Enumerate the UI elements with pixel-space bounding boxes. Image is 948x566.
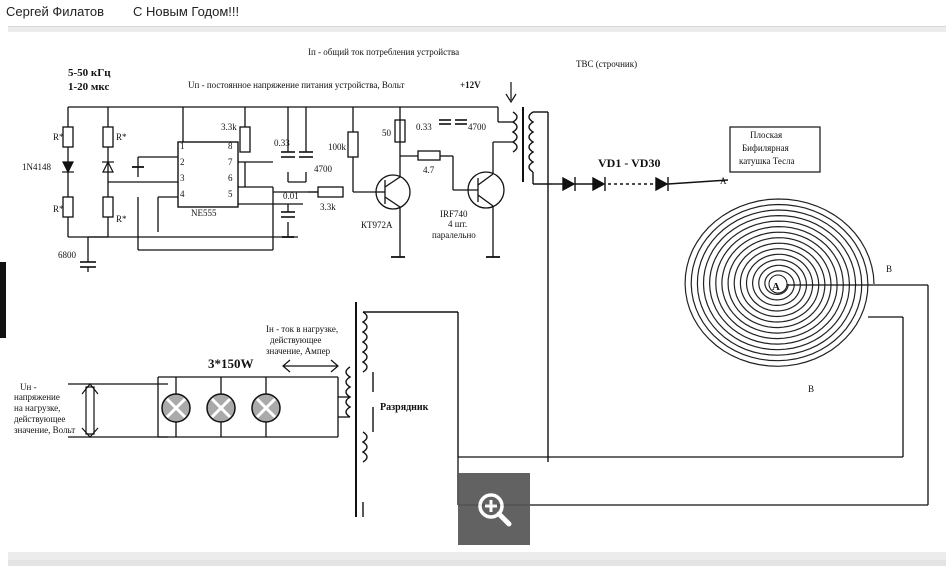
svg-text:Iн - ток в нагрузке,: Iн - ток в нагрузке, bbox=[266, 324, 338, 334]
svg-text:+12V: +12V bbox=[460, 80, 481, 90]
svg-text:5: 5 bbox=[228, 189, 233, 199]
coil-spiral bbox=[684, 198, 875, 367]
svg-text:4700: 4700 bbox=[468, 122, 487, 132]
svg-text:B: B bbox=[886, 264, 892, 274]
svg-text:0.01: 0.01 bbox=[283, 191, 299, 201]
svg-text:паралельно: паралельно bbox=[432, 230, 476, 240]
svg-text:8: 8 bbox=[228, 141, 233, 151]
svg-text:A: A bbox=[772, 281, 780, 293]
svg-text:КТ972А: КТ972А bbox=[361, 220, 393, 230]
svg-text:50: 50 bbox=[382, 128, 392, 138]
lamps bbox=[161, 393, 281, 423]
svg-text:6: 6 bbox=[228, 173, 233, 183]
svg-text:7: 7 bbox=[228, 157, 233, 167]
output-transformer bbox=[345, 302, 459, 517]
svg-text:0.33: 0.33 bbox=[416, 122, 432, 132]
svg-text:5-50 кГц: 5-50 кГц bbox=[68, 67, 111, 79]
svg-text:Uп - постоянное напряжение пит: Uп - постоянное напряжение питания устро… bbox=[188, 80, 404, 90]
svg-text:на нагрузке,: на нагрузке, bbox=[14, 403, 60, 413]
tesla-coil bbox=[684, 198, 875, 367]
diode-chain bbox=[553, 176, 729, 192]
ground-symbols bbox=[132, 166, 500, 258]
svg-text:NE555: NE555 bbox=[191, 208, 217, 218]
schematic-image: 1 2 3 4 8 7 6 5 NE555 bbox=[8, 32, 946, 552]
svg-text:значение, Ампер: значение, Ампер bbox=[266, 346, 331, 356]
schematic-background bbox=[8, 32, 946, 552]
svg-text:Разрядник: Разрядник bbox=[380, 402, 429, 413]
ne555-chip: 1 2 3 4 8 7 6 5 NE555 bbox=[177, 141, 239, 218]
svg-text:1-20 мкс: 1-20 мкс bbox=[68, 81, 109, 93]
svg-text:Бифилярная: Бифилярная bbox=[742, 143, 789, 153]
scroll-edge-marker bbox=[0, 262, 6, 338]
tbs-transformer bbox=[511, 107, 553, 462]
svg-text:B: B bbox=[808, 384, 814, 394]
zoom-button[interactable] bbox=[458, 473, 530, 545]
svg-text:3*150W: 3*150W bbox=[208, 356, 254, 371]
svg-text:4 шт.: 4 шт. bbox=[448, 219, 467, 229]
svg-text:100k: 100k bbox=[328, 142, 347, 152]
svg-text:R*: R* bbox=[53, 132, 64, 142]
svg-text:IRF740: IRF740 bbox=[440, 209, 468, 219]
author-name[interactable]: Сергей Филатов bbox=[6, 4, 105, 19]
svg-text:6800: 6800 bbox=[58, 250, 77, 260]
measurement-arrows bbox=[68, 82, 517, 438]
coil-center bbox=[768, 274, 788, 294]
page-header: Сергей Филатов С Новым Годом!!! bbox=[0, 0, 948, 26]
transistors bbox=[375, 107, 513, 257]
capacitors bbox=[80, 119, 467, 268]
generator-diodes bbox=[62, 160, 114, 174]
svg-text:R*: R* bbox=[53, 204, 64, 214]
coil-output-wires bbox=[457, 284, 929, 506]
bottom-border bbox=[8, 560, 946, 566]
svg-text:действующее: действующее bbox=[270, 335, 321, 345]
svg-text:Uн -: Uн - bbox=[20, 382, 37, 392]
svg-text:2: 2 bbox=[180, 157, 185, 167]
svg-text:3: 3 bbox=[180, 173, 185, 183]
svg-text:катушка Тесла: катушка Тесла bbox=[739, 156, 795, 166]
post-title: С Новым Годом!!! bbox=[133, 4, 240, 19]
svg-text:действующее: действующее bbox=[14, 414, 65, 424]
svg-text:4700: 4700 bbox=[314, 164, 333, 174]
magnifier-plus-icon bbox=[478, 493, 512, 527]
svg-text:1N4148: 1N4148 bbox=[22, 162, 51, 172]
svg-text:4.7: 4.7 bbox=[423, 165, 435, 175]
svg-text:R*: R* bbox=[116, 132, 127, 142]
svg-text:значение, Вольт: значение, Вольт bbox=[14, 425, 75, 435]
coil-title-box: Плоская Бифилярная катушка Тесла bbox=[729, 126, 821, 173]
svg-text:3.3k: 3.3k bbox=[320, 202, 336, 212]
svg-text:3.3k: 3.3k bbox=[221, 122, 237, 132]
schematic-labels: 5-50 кГц 1-20 мкс R* R* R* R* 1N4148 680… bbox=[14, 47, 892, 435]
lamp-array bbox=[157, 376, 350, 438]
svg-text:VD1 - VD30: VD1 - VD30 bbox=[598, 156, 660, 170]
svg-text:Плоская: Плоская bbox=[750, 130, 782, 140]
svg-text:ТВС (строчник): ТВС (строчник) bbox=[576, 59, 637, 69]
svg-text:1: 1 bbox=[180, 141, 185, 151]
svg-text:Iп - общий ток потребления уст: Iп - общий ток потребления устройства bbox=[308, 47, 459, 57]
svg-text:A: A bbox=[720, 176, 727, 186]
svg-text:4: 4 bbox=[180, 189, 185, 199]
svg-text:0.33: 0.33 bbox=[274, 138, 290, 148]
svg-text:R*: R* bbox=[116, 214, 127, 224]
svg-text:напряжение: напряжение bbox=[14, 392, 60, 402]
